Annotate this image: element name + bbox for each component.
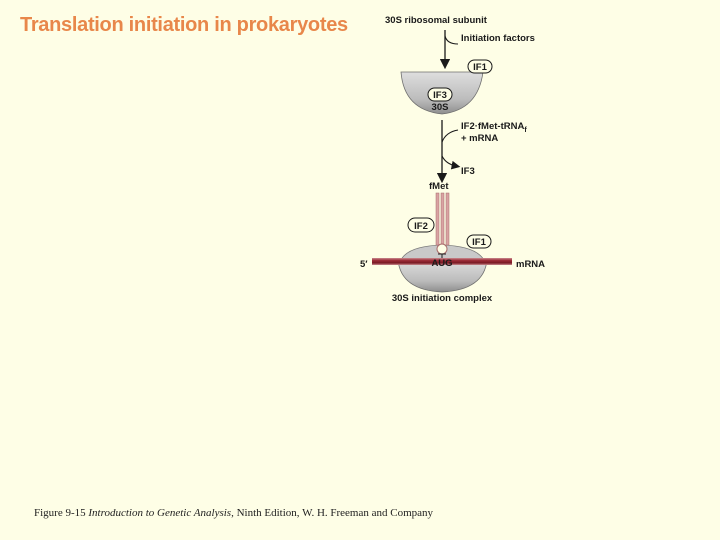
caption-figure-number: Figure 9-15 [34, 507, 86, 519]
if2-fmet-trna-label: IF2·fMet-tRNA [461, 121, 524, 132]
step2-line1: IF2·fMet-tRNAf [461, 121, 527, 134]
initiation-complex-label: 30S initiation complex [392, 293, 493, 304]
if2-label: IF2 [414, 221, 428, 232]
trna-subscript: f [524, 127, 527, 134]
initiation-factors-label: Initiation factors [461, 33, 535, 44]
caption-book-title: Introduction to Genetic Analysis, [88, 507, 234, 519]
fmet-label: fMet [429, 181, 449, 192]
aug-codon-label: AUG [431, 258, 452, 269]
if1-badge [467, 59, 493, 74]
if1-label: IF1 [473, 62, 487, 73]
ribosomal-subunit-label: 30S ribosomal subunit [385, 15, 488, 26]
fmet-trna [435, 192, 450, 260]
if3-badge [427, 87, 453, 102]
initiation-factors-branch [444, 35, 459, 45]
if3-label: IF3 [433, 90, 447, 101]
if3-released-label: IF3 [461, 166, 475, 177]
complex-30s-subunit [397, 259, 488, 293]
if1-complex-label: IF1 [472, 237, 486, 248]
mrna-added-label: + mRNA [461, 133, 498, 144]
slide-title: Translation initiation in prokaryotes [20, 14, 348, 36]
figure-caption: Figure 9-15 Introduction to Genetic Anal… [34, 507, 433, 519]
if2-trna-branch [441, 129, 459, 143]
if3-release-branch [441, 155, 461, 170]
30s-label: 30S [432, 102, 449, 113]
five-prime-label: 5′ [360, 259, 368, 270]
mrna-strand [372, 258, 512, 265]
if2-badge [407, 217, 435, 233]
if1-complex-badge [466, 234, 492, 249]
caption-publisher: Ninth Edition, W. H. Freeman and Company [236, 507, 434, 519]
mrna-label: mRNA [516, 259, 545, 270]
